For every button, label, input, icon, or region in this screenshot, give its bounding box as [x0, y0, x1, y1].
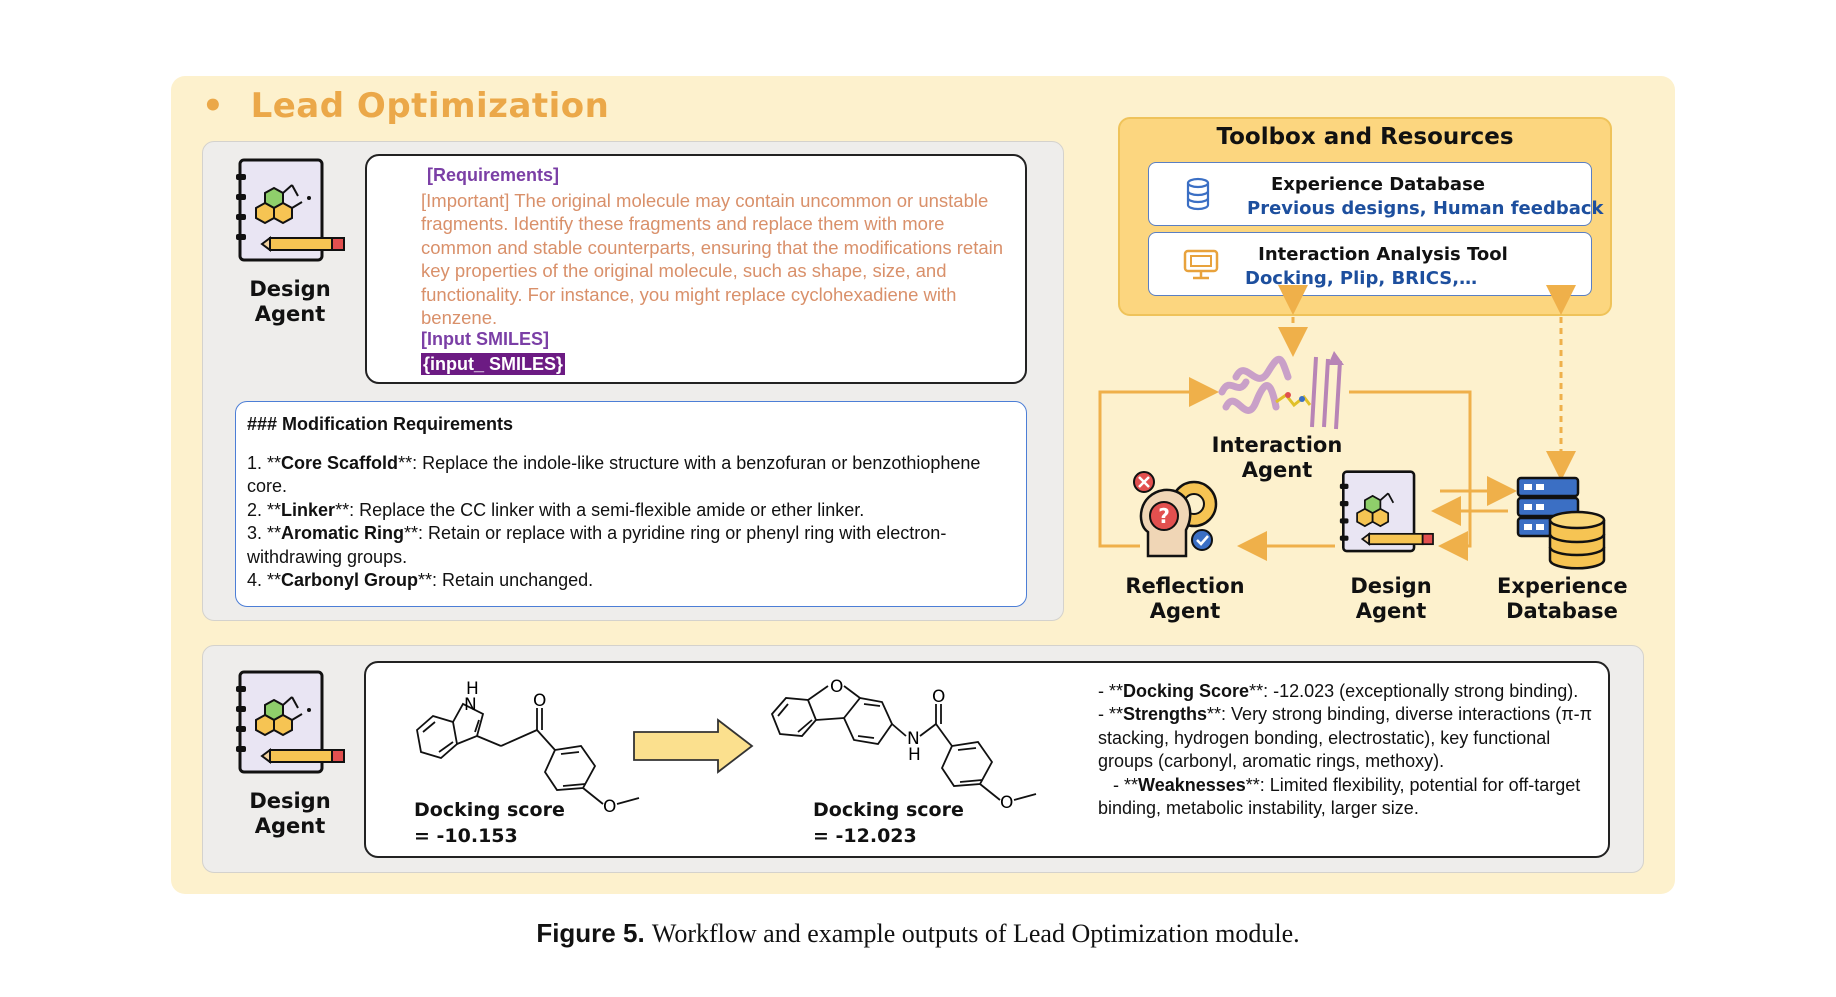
label-line: Design — [1350, 574, 1432, 598]
design-agent-icon — [236, 158, 345, 262]
monitor-icon — [1183, 249, 1219, 280]
atom-label: O — [533, 691, 546, 711]
prompt-box — [365, 154, 1027, 384]
requirements-text: [Important] The original molecule may co… — [421, 190, 1004, 329]
toolbox-item-interaction-tool — [1148, 232, 1592, 296]
experience-database-label: Experience Database — [1497, 574, 1628, 624]
label-line: Agent — [1355, 599, 1427, 623]
label-line: Interaction — [1211, 433, 1343, 457]
modification-header: ### Modification Requirements — [247, 414, 514, 434]
modification-list: 1. **Core Scaffold**: Replace the indole… — [247, 452, 1017, 592]
toolbox-item-desc: Docking, Plip, BRICS,… — [1245, 268, 1478, 289]
original-molecule: H N O O — [416, 679, 640, 817]
atom-label: N — [907, 729, 920, 749]
modification-item: 1. **Core Scaffold**: Replace the indole… — [247, 453, 981, 497]
atom-label: O — [1000, 793, 1013, 813]
title-bullet: • — [202, 86, 225, 126]
analysis-line: - **Weaknesses**: Limited flexibility, p… — [1098, 774, 1586, 819]
atom-label: O — [603, 797, 616, 817]
reflection-agent-icon: ? — [1133, 471, 1218, 558]
label-line: Design — [249, 277, 331, 301]
label-line: Database — [1506, 599, 1618, 623]
caption-text: Workflow and example outputs of Lead Opt… — [651, 919, 1300, 948]
atom-label: H — [908, 745, 921, 765]
section-title: • Lead Optimization — [202, 86, 609, 126]
title-text: Lead Optimization — [250, 86, 610, 126]
score-label: Docking score — [414, 799, 565, 821]
design-agent-label-bottom: Design Agent — [240, 789, 340, 839]
atom-label: O — [830, 677, 843, 697]
modification-item: 4. **Carbonyl Group**: Retain unchanged. — [247, 570, 594, 591]
atom-label: N — [464, 695, 477, 715]
design-agent-label-workflow: Design Agent — [1336, 574, 1446, 624]
interaction-agent-label: Interaction Agent — [1207, 433, 1347, 483]
figure-caption: Figure 5. Workflow and example outputs o… — [0, 918, 1836, 949]
design-agent-label-top: Design Agent — [240, 277, 340, 327]
reflection-agent-label: Reflection Agent — [1120, 574, 1250, 624]
input-smiles-header: [Input SMILES] — [421, 329, 549, 349]
experience-database-icon — [1516, 476, 1606, 570]
design-agent-icon-bottom — [236, 670, 345, 774]
label-line: Agent — [1149, 599, 1221, 623]
analysis-line: - **Docking Score**: -12.023 (exceptiona… — [1098, 681, 1579, 701]
database-icon — [1186, 177, 1210, 211]
optimized-docking-score: Docking score = -12.023 — [813, 797, 964, 849]
modification-item: 2. **Linker**: Replace the CC linker wit… — [247, 499, 865, 520]
original-docking-score: Docking score = -10.153 — [414, 797, 565, 849]
requirements-header: [Requirements] — [427, 165, 560, 185]
optimized-molecule: O O N H O — [770, 677, 1037, 813]
score-value: = -10.153 — [414, 825, 518, 847]
toolbox-item-experience-database — [1148, 162, 1592, 226]
analysis-line: - **Strengths**: Very strong binding, di… — [1098, 704, 1593, 772]
label-line: Experience — [1497, 574, 1628, 598]
toolbox-item-name: Interaction Analysis Tool — [1258, 244, 1508, 265]
modification-box — [235, 401, 1027, 607]
design-agent-icon-workflow — [1339, 470, 1434, 553]
svg-text:?: ? — [1158, 504, 1170, 528]
score-value: = -12.023 — [813, 825, 917, 847]
analysis-text: - **Docking Score**: -12.023 (exceptiona… — [1098, 680, 1598, 820]
protein-icon — [1218, 351, 1344, 430]
label-line: Agent — [254, 302, 326, 326]
label-line: Agent — [254, 814, 326, 838]
toolbox-item-name: Experience Database — [1270, 174, 1485, 195]
modification-item: 3. **Aromatic Ring**: Retain or replace … — [247, 523, 947, 567]
input-smiles-tag: {input_ SMILES} — [421, 353, 566, 375]
score-label: Docking score — [813, 799, 964, 821]
transform-arrow-icon — [633, 718, 754, 774]
atom-label: H — [466, 679, 479, 699]
label-line: Design — [249, 789, 331, 813]
caption-label: Figure 5. — [536, 918, 645, 948]
toolbox-title: Toolbox and Resources — [1216, 124, 1514, 150]
label-line: Agent — [1241, 458, 1313, 482]
label-line: Reflection — [1125, 574, 1245, 598]
atom-label: O — [932, 687, 945, 707]
result-box — [364, 661, 1610, 858]
toolbox-item-desc: Previous designs, Human feedback — [1247, 198, 1604, 219]
